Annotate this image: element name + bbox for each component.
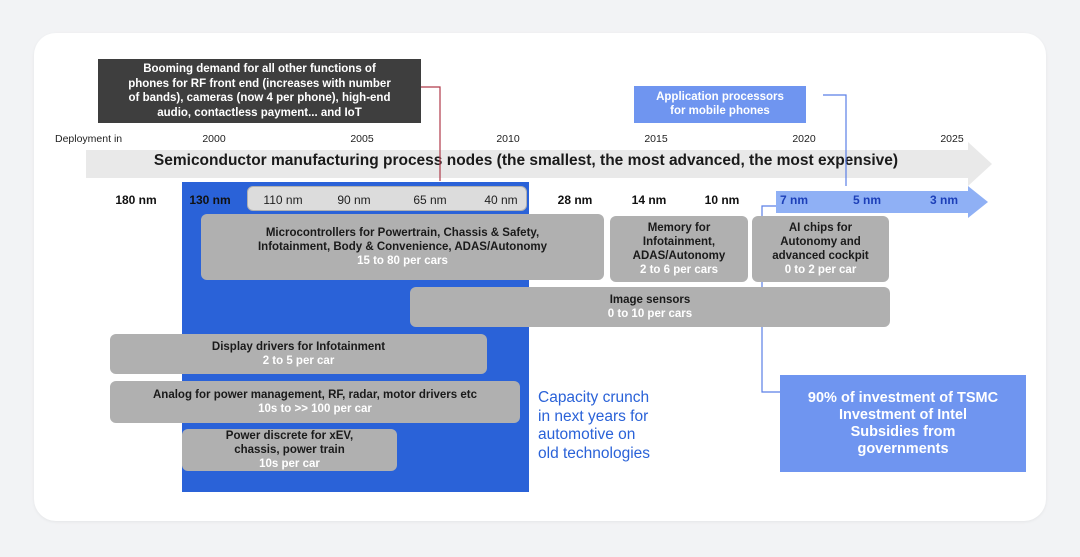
box-title-line: Microcontrollers for Powertrain, Chassis… <box>265 227 540 239</box>
ai-chips-box: AI chips for Autonomy and advanced cockp… <box>752 216 889 282</box>
box-title-line: Infotainment, Body & Convenience, ADAS/A… <box>257 241 547 253</box>
intermediate-nodes-frame <box>247 186 527 211</box>
box-count: 10s to >> 100 per car <box>258 403 372 415</box>
callout-line: Investment of Intel <box>838 406 968 423</box>
box-count: 15 to 80 per cars <box>357 255 448 267</box>
investment-callout: 90% of investment of TSMC Investment of … <box>780 375 1026 472</box>
callout-line: audio, contactless payment... and IoT <box>157 106 362 119</box>
image-sensors-box: Image sensors 0 to 10 per cars <box>410 287 890 327</box>
box-count: 0 to 2 per car <box>784 264 857 276</box>
box-title-line: Infotainment, <box>642 236 716 248</box>
timeline-arrow-title: Semiconductor manufacturing process node… <box>153 152 899 169</box>
note-line: Capacity crunch <box>538 389 650 406</box>
year-label: 2010 <box>496 133 520 145</box>
box-title-line: Memory for <box>647 222 711 234</box>
callout-line: 90% of investment of TSMC <box>807 389 999 406</box>
analog-box: Analog for power management, RF, radar, … <box>110 381 520 423</box>
note-line: in next years for <box>538 407 649 425</box>
node-label: 28 nm <box>557 193 593 207</box>
memory-box: Memory for Infotainment, ADAS/Autonomy 2… <box>610 216 748 282</box>
callout-line: Booming demand for all other functions o… <box>143 63 376 75</box>
box-title-line: chassis, power train <box>234 444 345 456</box>
box-count: 2 to 5 per car <box>262 355 335 367</box>
box-title-line: Display drivers for Infotainment <box>211 341 386 353</box>
callout-line: for mobile phones <box>670 105 770 117</box>
box-title-line: ADAS/Autonomy <box>632 250 726 262</box>
callout-line: governments <box>857 440 949 457</box>
year-label: 2020 <box>792 133 816 145</box>
node-label: 5 nm <box>852 193 882 207</box>
box-count: 10s per car <box>259 458 320 470</box>
node-label: 110 nm <box>263 193 303 207</box>
node-label: 10 nm <box>704 193 740 207</box>
node-label: 90 nm <box>337 193 371 207</box>
node-label: 180 nm <box>115 193 157 207</box>
power-discrete-box: Power discrete for xEV, chassis, power t… <box>182 429 397 471</box>
year-label: 2015 <box>644 133 668 145</box>
process-node-timeline-arrow <box>86 142 992 186</box>
callout-line: phones for RF front end (increases with … <box>128 77 391 90</box>
year-label: 2005 <box>350 133 374 145</box>
year-label: 2000 <box>202 133 226 145</box>
callout-line: Subsidies from <box>850 423 956 440</box>
callout-line: of bands), cameras (now 4 per phone), hi… <box>128 92 391 104</box>
node-label: 7 nm <box>779 193 809 207</box>
box-title-line: Image sensors <box>609 294 691 306</box>
capacity-crunch-note: Capacity crunch in next years for automo… <box>538 389 688 463</box>
node-label: 40 nm <box>484 193 518 207</box>
node-label: 14 nm <box>631 193 667 207</box>
booming-demand-callout: Booming demand for all other functions o… <box>98 59 421 123</box>
box-count: 0 to 10 per cars <box>607 308 693 320</box>
callout-line: Application processors <box>656 91 784 103</box>
deployment-label: Deployment in <box>55 133 123 145</box>
advanced-nodes-arrow <box>776 186 988 218</box>
box-count: 2 to 6 per cars <box>640 264 718 276</box>
app-processors-callout: Application processors for mobile phones <box>634 86 806 123</box>
box-title-line: Power discrete for xEV, <box>225 430 354 442</box>
box-title-line: advanced cockpit <box>772 250 869 262</box>
display-drivers-box: Display drivers for Infotainment 2 to 5 … <box>110 334 487 374</box>
box-title-line: Autonomy and <box>780 236 861 248</box>
node-label: 65 nm <box>413 193 447 207</box>
note-line: automotive on <box>538 426 636 443</box>
microcontrollers-box: Microcontrollers for Powertrain, Chassis… <box>201 214 604 280</box>
node-label: 3 nm <box>929 193 959 207</box>
note-line: old technologies <box>538 444 651 462</box>
node-label: 130 nm <box>189 193 231 207</box>
year-label: 2025 <box>940 133 964 145</box>
box-title-line: Analog for power management, RF, radar, … <box>153 389 477 401</box>
box-title-line: AI chips for <box>788 222 853 234</box>
